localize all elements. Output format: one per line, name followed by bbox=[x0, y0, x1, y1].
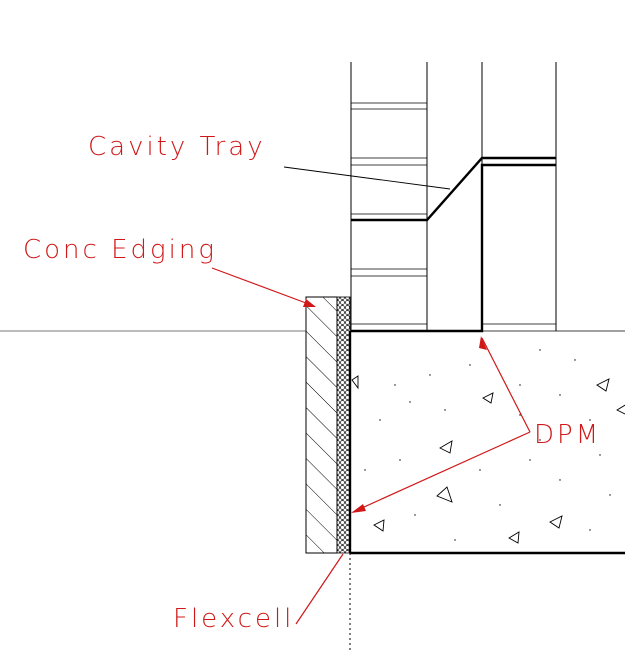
wall-section bbox=[350, 62, 557, 331]
cavity-tray-leader bbox=[283, 166, 451, 190]
dpm-label: DPM bbox=[534, 420, 601, 450]
conc-edging-label: Conc Edging bbox=[23, 235, 217, 265]
flexcell-leader bbox=[295, 553, 344, 625]
flexcell-label: Flexcell bbox=[173, 604, 294, 634]
flexcell-strip bbox=[336, 296, 351, 554]
cavity-tray-dpm bbox=[351, 163, 556, 333]
dpm-leader-upper bbox=[479, 336, 531, 433]
concrete-edging bbox=[305, 296, 338, 554]
cavity-tray-label: Cavity Tray bbox=[88, 132, 266, 162]
concrete-slab bbox=[348, 330, 625, 555]
cavity-tray-slope bbox=[351, 156, 556, 222]
conc-edging-leader bbox=[211, 267, 316, 307]
dpm-leader-lower bbox=[351, 431, 531, 513]
